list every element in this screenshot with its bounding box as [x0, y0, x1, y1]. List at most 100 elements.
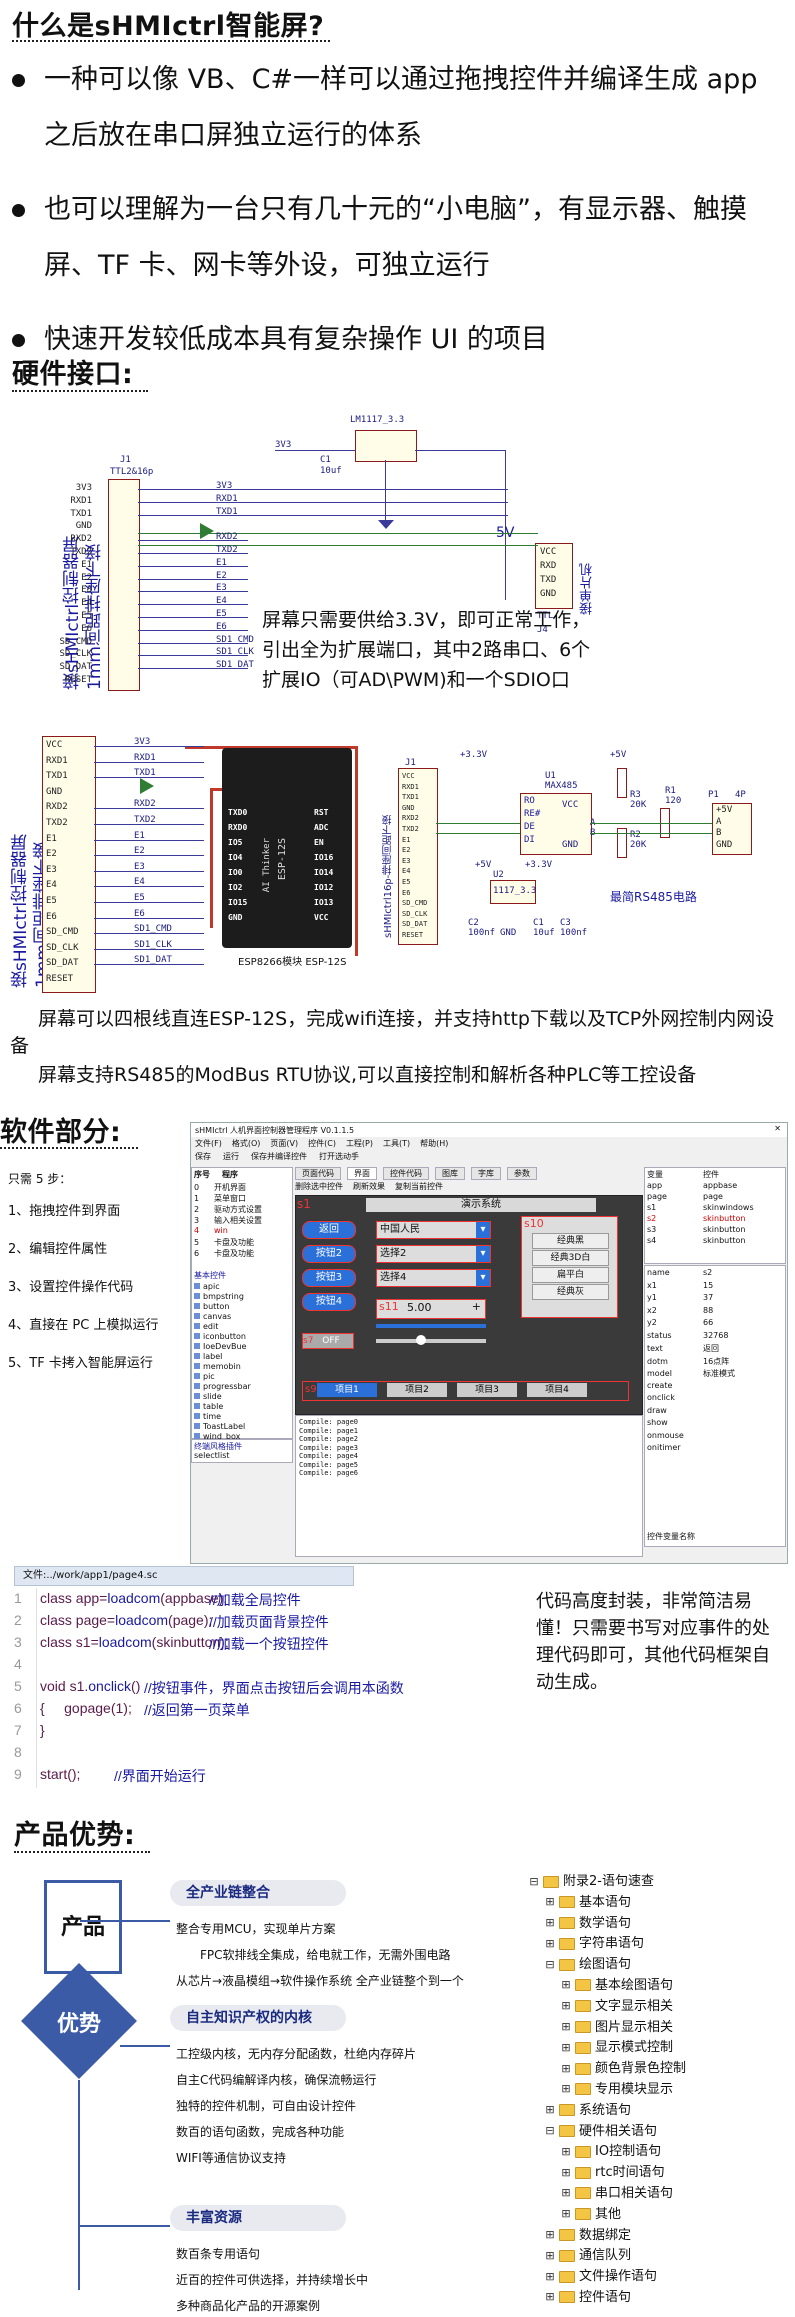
ide-tab[interactable]: 参数	[507, 1167, 537, 1180]
subtool-button[interactable]: 删除选中控件	[295, 1182, 343, 1191]
ctrl-item[interactable]: slide	[194, 1392, 251, 1402]
tree-item[interactable]: ⊟绘图语句	[528, 1953, 686, 1974]
demo-button[interactable]: 按钮3	[302, 1269, 356, 1287]
toolbar-button[interactable]: 运行	[223, 1152, 239, 1161]
style-listbox[interactable]: s10 经典黑经典3D白扁平白经典灰	[521, 1216, 618, 1318]
tree-item[interactable]: ⊞文件操作语句	[528, 2265, 686, 2286]
ctrl-item[interactable]: table	[194, 1402, 251, 1412]
ctrl-item[interactable]: bmpstring	[194, 1292, 251, 1302]
expand-toggle-icon[interactable]: ⊞	[545, 2290, 555, 2304]
ctrl-item[interactable]: time	[194, 1412, 251, 1422]
style-option[interactable]: 扁平白	[532, 1267, 609, 1283]
tree-item[interactable]: ⊞显示模式控制	[528, 2036, 686, 2057]
style-option[interactable]: 经典黑	[532, 1233, 609, 1249]
prop-row[interactable]: onmouse	[647, 1431, 735, 1444]
expand-toggle-icon[interactable]: ⊞	[561, 2207, 571, 2221]
expand-toggle-icon[interactable]: ⊞	[545, 1916, 555, 1930]
menu-item[interactable]: 页面(V)	[270, 1139, 299, 1148]
tree-item[interactable]: ⊞控件语句	[528, 2286, 686, 2307]
subtool-button[interactable]: 复制当前控件	[395, 1182, 443, 1191]
slider-thumb[interactable]	[416, 1335, 426, 1345]
tree-item[interactable]: ⊞系统语句	[528, 2099, 686, 2120]
demo-button[interactable]: 按钮4	[302, 1293, 356, 1311]
expand-toggle-icon[interactable]: ⊞	[561, 2020, 571, 2034]
code-tab[interactable]: 文件:../work/app1/page4.sc	[14, 1566, 354, 1586]
prop-row[interactable]: onclick	[647, 1393, 735, 1406]
tree-item[interactable]: ⊞基本语句	[528, 1891, 686, 1912]
expand-toggle-icon[interactable]: ⊞	[561, 1978, 571, 1992]
ide-tab[interactable]: 图库	[435, 1167, 465, 1180]
toggle-switch[interactable]: s7 OFF	[302, 1333, 354, 1349]
expand-toggle-icon[interactable]: ⊞	[545, 2269, 555, 2283]
prop-row[interactable]: create	[647, 1381, 735, 1394]
style-option[interactable]: 经典3D白	[532, 1250, 609, 1266]
expand-toggle-icon[interactable]: ⊞	[545, 1895, 555, 1909]
tree-item[interactable]: ⊞图片显示相关	[528, 2016, 686, 2037]
demo-button[interactable]: 按钮2	[302, 1245, 356, 1263]
demo-tab[interactable]: 项目3	[457, 1383, 517, 1397]
menu-item[interactable]: 文件(F)	[195, 1139, 222, 1148]
tree-item[interactable]: ⊞rtc时间语句	[528, 2161, 686, 2182]
tree-item[interactable]: ⊞基本绘图语句	[528, 1974, 686, 1995]
menu-item[interactable]: 工具(T)	[383, 1139, 411, 1148]
tree-item[interactable]: ⊟硬件相关语句	[528, 2120, 686, 2141]
toolbar-button[interactable]: 保存并编译控件	[251, 1152, 307, 1161]
tree-item[interactable]: ⊞专用模块显示	[528, 2078, 686, 2099]
ctrl-item[interactable]: edit	[194, 1322, 251, 1332]
ctrl-item[interactable]: label	[194, 1352, 251, 1362]
toolbar-button[interactable]: 保存	[195, 1152, 211, 1161]
subtool-button[interactable]: 刷新效果	[353, 1182, 385, 1191]
tree-item[interactable]: ⊞IO控制语句	[528, 2140, 686, 2161]
menu-item[interactable]: 帮助(H)	[420, 1139, 449, 1148]
tree-item[interactable]: ⊞颜色背景色控制	[528, 2057, 686, 2078]
expand-toggle-icon[interactable]: ⊞	[561, 2144, 571, 2158]
expand-toggle-icon[interactable]: ⊟	[529, 1874, 539, 1888]
expand-toggle-icon[interactable]: ⊞	[561, 2186, 571, 2200]
ctrl-item[interactable]: button	[194, 1302, 251, 1312]
demo-select[interactable]: 选择2▾	[376, 1245, 491, 1263]
toolbar-button[interactable]: 打开选动手	[319, 1152, 359, 1161]
expand-toggle-icon[interactable]: ⊞	[561, 2061, 571, 2075]
tree-item[interactable]: ⊞字符串语句	[528, 1932, 686, 1953]
menu-item[interactable]: 工程(P)	[345, 1139, 374, 1148]
expand-toggle-icon[interactable]: ⊞	[545, 2248, 555, 2262]
expand-toggle-icon[interactable]: ⊞	[561, 2040, 571, 2054]
ctrl-item[interactable]: ToastLabel	[194, 1422, 251, 1432]
ide-tab[interactable]: 控件代码	[383, 1167, 429, 1180]
tree-item[interactable]: ⊞其他	[528, 2203, 686, 2224]
expand-toggle-icon[interactable]: ⊞	[561, 1999, 571, 2013]
ide-tab[interactable]: 页面代码	[295, 1167, 341, 1180]
ctrl-item[interactable]: memobin	[194, 1362, 251, 1372]
tree-item[interactable]: ⊞数学语句	[528, 1912, 686, 1933]
menu-item[interactable]: 格式(O)	[231, 1139, 261, 1148]
demo-tab[interactable]: 项目1	[317, 1383, 377, 1397]
ide-tab[interactable]: 界面	[347, 1167, 377, 1180]
prop-row[interactable]: draw	[647, 1406, 735, 1419]
ctrl-item[interactable]: canvas	[194, 1312, 251, 1322]
prop-row[interactable]: show	[647, 1418, 735, 1431]
style-option[interactable]: 经典灰	[532, 1284, 609, 1300]
expand-toggle-icon[interactable]: ⊞	[545, 2228, 555, 2242]
ctrl-item[interactable]: wind_box	[194, 1432, 251, 1442]
expand-toggle-icon[interactable]: ⊟	[545, 1957, 555, 1971]
tree-item[interactable]: ⊞数据绑定	[528, 2224, 686, 2245]
demo-select[interactable]: 中国人民▾	[376, 1221, 491, 1239]
